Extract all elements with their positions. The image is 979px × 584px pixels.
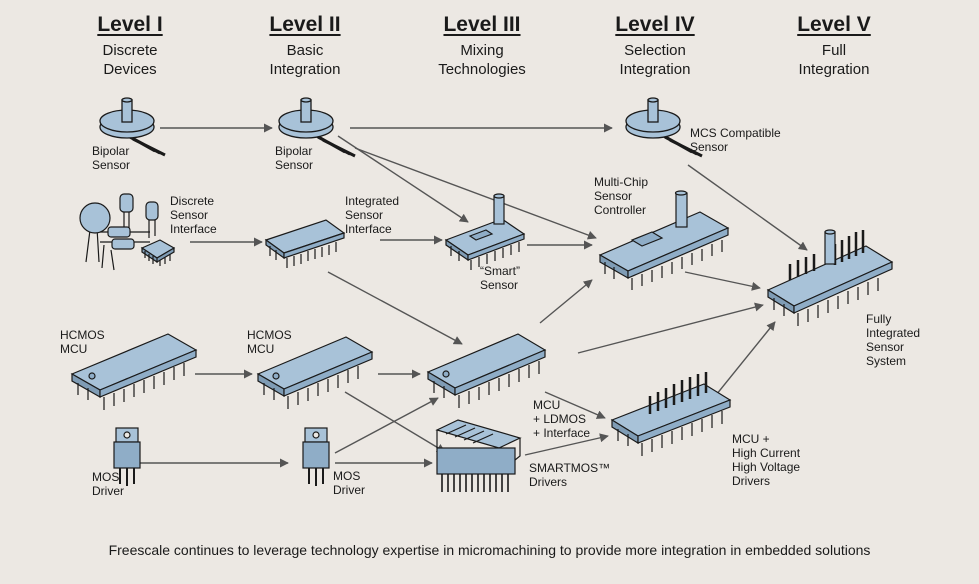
label-mos-driver-1: MOS Driver [92, 470, 124, 498]
level-1-header: Level I Discrete Devices [55, 13, 205, 79]
label-hcmos-2: HCMOS MCU [247, 328, 292, 356]
level-1-subtitle-line-2: Devices [103, 61, 157, 78]
level-1-subtitle: Discrete Devices [55, 41, 205, 79]
mcu-high-current-chip-icon [610, 372, 732, 456]
hcmos-mcu-chip-icon-2 [256, 336, 374, 409]
arrow-mcu-ldmos-to-multichip [539, 279, 593, 324]
label-mcu-ldmos: MCU + LDMOS + Interface [533, 398, 591, 440]
label-hcmos-1: HCMOS MCU [60, 328, 105, 356]
level-3-title: Level III [443, 13, 521, 36]
arrow-mcs-to-full [687, 164, 808, 251]
flow-arrows [140, 123, 808, 468]
level-4-subtitle-line-2: Integration [619, 61, 691, 78]
multichip-controller-icon [598, 190, 730, 290]
mcu-ldmos-chip-icon [426, 333, 547, 408]
label-smart-sensor: “Smart” Sensor [480, 264, 520, 292]
arrow-mcu-ldmos-to-full [577, 302, 764, 354]
level-2-subtitle-line-2: Integration [269, 61, 341, 78]
level-4-subtitle-line-1: Selection [624, 42, 686, 59]
level-2-header: Level II Basic Integration [230, 13, 380, 79]
level-5-header: Level V Full Integration [759, 13, 909, 79]
label-bipolar-sensor-2: Bipolar Sensor [275, 144, 314, 172]
level-4-header: Level IV Selection Integration [580, 13, 730, 79]
label-fully-integrated: Fully Integrated Sensor System [866, 312, 921, 368]
level-3-subtitle: Mixing Technologies [407, 41, 557, 79]
arrow-mcu-high-to-full [711, 321, 776, 401]
arrow-integrated-to-mcu-ldmos [327, 271, 463, 345]
arrow-smartmos-to-mcu-high [524, 433, 609, 456]
mos-driver-icon-2 [302, 427, 330, 486]
label-smartmos: SMARTMOS™ Drivers [529, 461, 611, 489]
smartmos-drivers-icon [435, 419, 522, 492]
level-5-subtitle-line-2: Integration [798, 61, 870, 78]
label-integrated-interface: Integrated Sensor Interface [345, 194, 400, 236]
level-1-title: Level I [97, 13, 163, 36]
fully-integrated-system-icon [766, 229, 894, 326]
discrete-components-icon [79, 193, 176, 271]
level-5-title: Level V [797, 13, 871, 36]
level-2-title: Level II [269, 13, 341, 36]
level-3-subtitle-line-2: Technologies [438, 61, 526, 78]
integrated-interface-chip-icon [264, 219, 346, 268]
mos-driver-icon [113, 427, 141, 486]
bipolar-sensor-icon-2 [278, 97, 356, 158]
level-4-subtitle: Selection Integration [580, 41, 730, 79]
label-mcs-sensor: MCS Compatible Sensor [690, 126, 781, 154]
level-4-title: Level IV [615, 13, 695, 36]
hcmos-mcu-chip-icon [70, 333, 198, 410]
smart-sensor-icon [444, 193, 526, 270]
level-2-subtitle-line-1: Basic [286, 42, 324, 59]
level-2-subtitle: Basic Integration [230, 41, 380, 79]
level-3-header: Level III Mixing Technologies [407, 13, 557, 79]
label-multichip: Multi-Chip Sensor Controller [594, 175, 649, 217]
level-5-subtitle-line-1: Full [821, 42, 847, 59]
level-1-subtitle-line-1: Discrete [102, 42, 158, 59]
label-mos-driver-2: MOS Driver [333, 469, 365, 497]
arrow-bipolar-to-multichip [354, 147, 597, 240]
bipolar-sensor-icon [99, 97, 166, 157]
arrow-hcmos-to-smartmos [344, 391, 446, 453]
label-bipolar-sensor-1: Bipolar Sensor [92, 144, 131, 172]
label-mcu-high: MCU + High Current High Voltage Drivers [732, 432, 801, 488]
caption: Freescale continues to leverage technolo… [108, 542, 871, 558]
level-3-subtitle-line-1: Mixing [460, 42, 504, 59]
arrow-multichip-to-full [684, 271, 761, 291]
level-5-subtitle: Full Integration [759, 41, 909, 79]
arrow-mos-to-mcu-ldmos [334, 397, 439, 454]
label-discrete-interface: Discrete Sensor Interface [170, 194, 217, 236]
mcs-sensor-icon [625, 97, 703, 158]
arrow-mcu-ldmos-to-mcu-high [544, 391, 606, 419]
